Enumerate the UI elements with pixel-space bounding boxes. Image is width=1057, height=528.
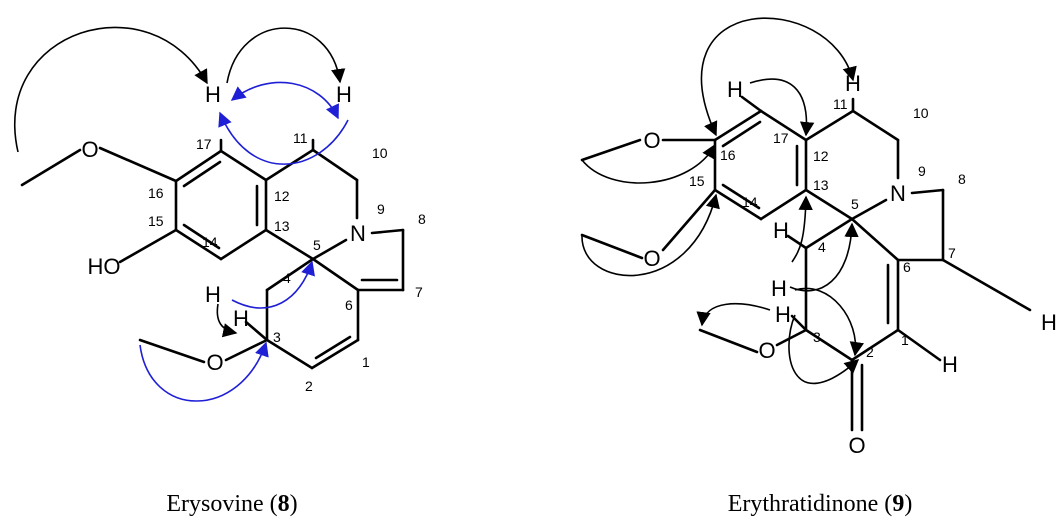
cosy-arrow-h14-to-c5 <box>231 260 315 309</box>
atom-number: 10 <box>913 105 929 121</box>
nitrogen-label: N <box>890 181 906 206</box>
cosy-arrow-ome-to-c3 <box>139 341 269 402</box>
hydrogen-label: H <box>775 302 791 327</box>
atom-number: 17 <box>196 136 212 152</box>
atom-number: 9 <box>377 201 385 217</box>
erythratidinone-atom-numbers: 17 11 10 16 12 15 13 14 9 8 5 4 7 6 3 2 … <box>689 96 966 360</box>
hmbc-arrow-ome-to-h17 <box>14 26 208 153</box>
atom-number: 8 <box>958 171 966 187</box>
atom-number: 12 <box>813 148 829 164</box>
cosy-arrow-h17-h11-top <box>230 81 339 120</box>
erysovine-caption: Erysovine (8) <box>166 491 297 517</box>
atom-number: 11 <box>833 96 848 112</box>
hmbc-arrow-h17-to-c12 <box>749 78 815 137</box>
atom-number: 13 <box>274 218 290 234</box>
atom-number: 11 <box>293 130 308 146</box>
hmbc-arrow-h3-to-ome <box>696 302 771 327</box>
hmbc-arrow-h4-to-c2 <box>794 287 864 357</box>
atom-number: 9 <box>918 163 926 179</box>
erysovine-structure: O HO N O H H H H 17 11 10 16 12 15 13 9 … <box>14 26 426 517</box>
hydrogen-label: H <box>1041 310 1057 335</box>
hmbc-arrow-h4-to-c13 <box>791 195 813 263</box>
atom-number: 2 <box>305 378 313 394</box>
atom-number: 7 <box>948 245 956 261</box>
hydroxyl-label: HO <box>88 254 121 279</box>
hmbc-arrow-c16-ome <box>581 143 716 184</box>
hydrogen-label: H <box>771 276 787 301</box>
atom-number: 14 <box>742 194 758 210</box>
hydrogen-label: H <box>727 77 743 102</box>
erysovine-atom-numbers: 17 11 10 16 12 15 13 9 8 14 5 4 7 6 3 2 … <box>148 130 426 394</box>
atom-number: 13 <box>813 177 829 193</box>
nitrogen-label: N <box>350 221 366 246</box>
erysovine-bonds <box>20 138 405 370</box>
atom-number: 1 <box>362 354 370 370</box>
atom-number: 15 <box>689 173 705 189</box>
atom-number: 1 <box>901 332 909 348</box>
atom-number: 16 <box>720 147 736 163</box>
hmbc-arrow-h17-to-h11 <box>226 27 346 84</box>
hydrogen-label: H <box>233 306 249 331</box>
hmbc-arrow-h4-to-c5 <box>789 222 859 292</box>
hmbc-arrow-c15-ome <box>581 193 720 277</box>
atom-number: 2 <box>866 344 874 360</box>
atom-number: 3 <box>813 329 821 345</box>
oxygen-label: O <box>758 338 775 363</box>
atom-number: 16 <box>148 185 164 201</box>
atom-number: 3 <box>273 329 281 345</box>
oxygen-label: O <box>81 137 98 162</box>
atom-number: 6 <box>345 297 353 313</box>
hydrogen-label: H <box>205 82 221 107</box>
atom-number: 4 <box>818 239 826 255</box>
erythratidinone-caption: Erythratidinone (9) <box>728 491 913 517</box>
erythratidinone-structure: O O N O O H H H H H H H 17 11 10 16 12 1… <box>580 17 1057 517</box>
erysovine-correlation-arrows <box>14 26 349 402</box>
erythratidinone-correlation-arrows <box>581 17 864 385</box>
atom-number: 6 <box>903 259 911 275</box>
erythratidinone-atom-labels: O O N O O H H H H H H H <box>643 71 1057 458</box>
atom-number: 15 <box>148 213 164 229</box>
atom-number: 4 <box>283 270 291 286</box>
hydrogen-label: H <box>336 82 352 107</box>
atom-number: 12 <box>274 188 290 204</box>
erysovine-atom-labels: O HO N O H H H H <box>81 82 366 375</box>
oxygen-label: O <box>206 350 223 375</box>
atom-number: 5 <box>851 196 859 212</box>
hydrogen-label: H <box>205 282 221 307</box>
atom-number: 7 <box>415 284 423 300</box>
oxygen-label: O <box>643 246 660 271</box>
cosy-arrow-h17-h11-bottom <box>218 111 349 165</box>
atom-number: 5 <box>313 237 321 253</box>
hydrogen-label: H <box>942 352 958 377</box>
hmbc-arrow-h3-to-c2 <box>788 314 860 385</box>
hmbc-arrow-h14-to-h3 <box>216 303 238 338</box>
hydrogen-label: H <box>845 71 861 96</box>
oxygen-label: O <box>848 433 865 458</box>
atom-number: 10 <box>372 145 388 161</box>
hydrogen-label: H <box>773 218 789 243</box>
hmbc-arrow-h11-to-c16 <box>700 17 857 137</box>
atom-number: 17 <box>773 130 789 146</box>
atom-number: 14 <box>202 234 218 250</box>
oxygen-label: O <box>643 128 660 153</box>
atom-number: 8 <box>418 211 426 227</box>
